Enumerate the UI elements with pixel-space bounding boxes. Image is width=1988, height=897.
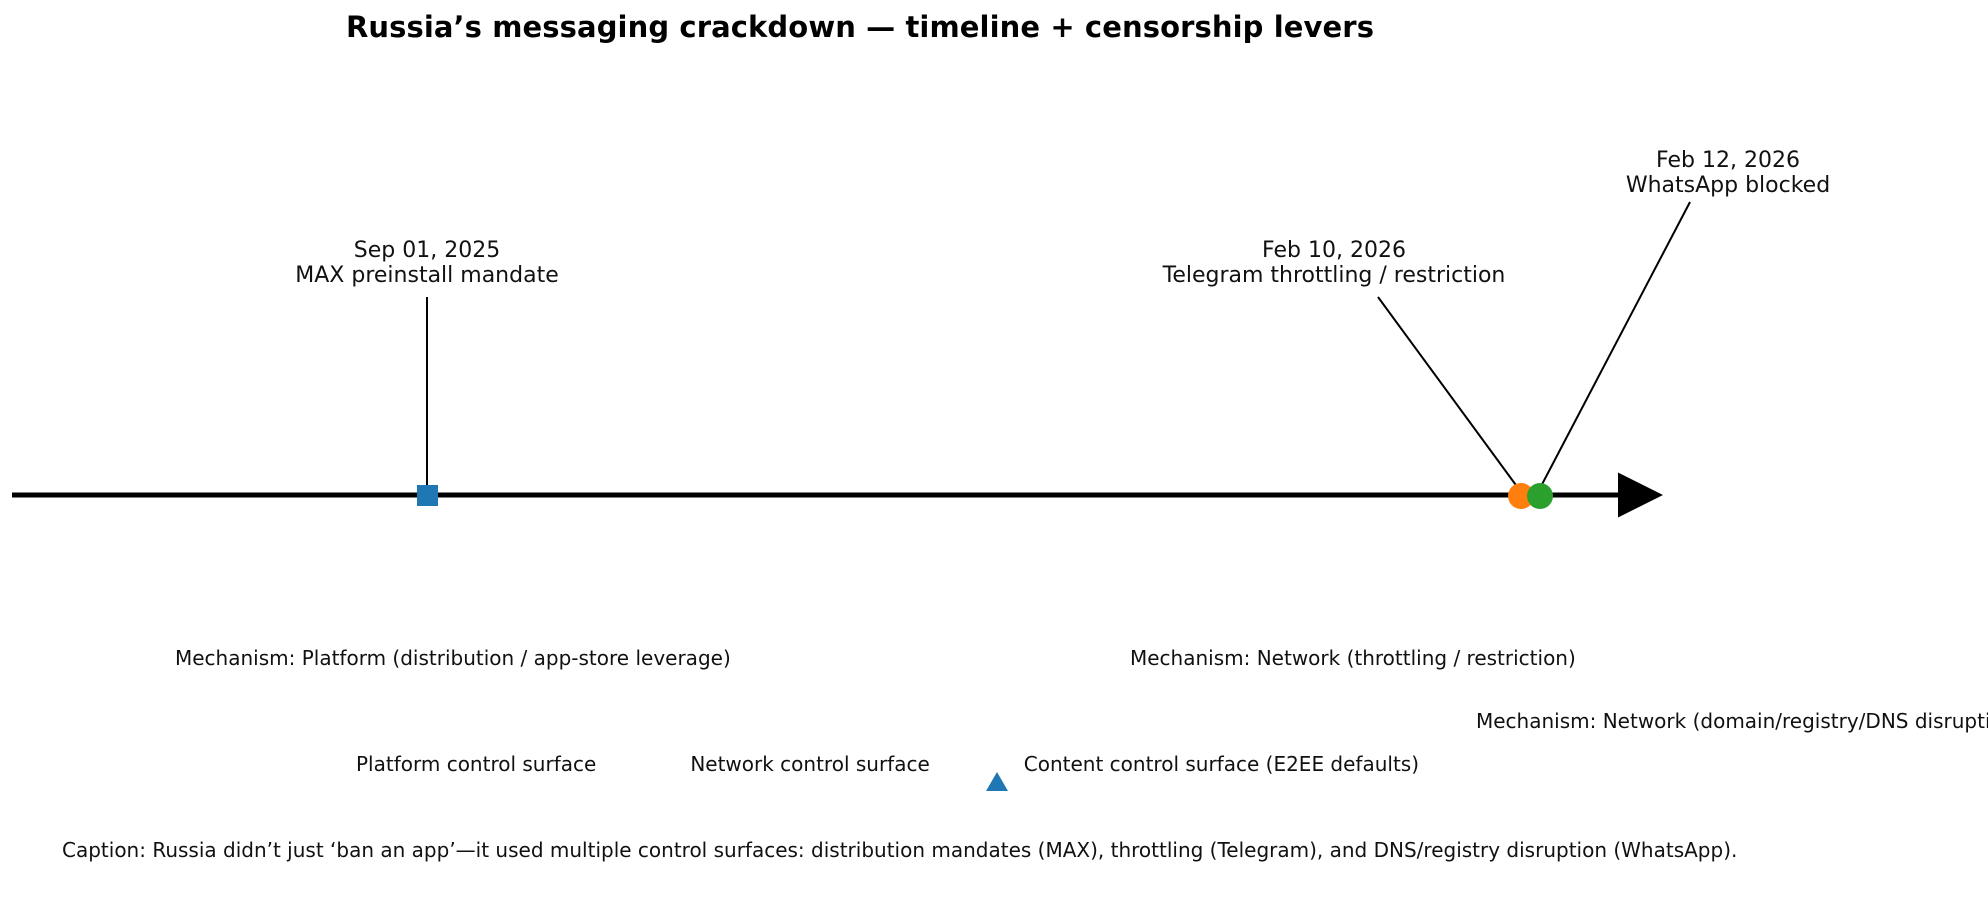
annotation-whatsapp-label: WhatsApp blocked: [1625, 173, 1831, 198]
legend-item-content[interactable]: Content control surface (E2EE defaults): [985, 752, 1420, 791]
annotation-max: Sep 01, 2025 MAX preinstall mandate: [295, 238, 558, 288]
leader-line-whatsapp: [1537, 201, 1691, 493]
circle-marker-icon: [652, 753, 674, 775]
event-marker-max[interactable]: [417, 485, 438, 506]
legend-item-network[interactable]: Network control surface: [652, 752, 929, 776]
mechanism-label-platform: Mechanism: Platform (distribution / app-…: [175, 646, 731, 670]
annotation-whatsapp: Feb 12, 2026 WhatsApp blocked: [1626, 148, 1830, 198]
annotation-max-date: Sep 01, 2025: [353, 238, 501, 263]
legend-label-content: Content control surface (E2EE defaults): [1023, 752, 1420, 776]
page-title: Russia’s messaging crackdown — timeline …: [345, 10, 1375, 44]
triangle-marker-icon: [985, 753, 1008, 791]
annotation-max-label: MAX preinstall mandate: [295, 263, 559, 288]
annotation-telegram-label: Telegram throttling / restriction: [1162, 263, 1506, 288]
legend-label-platform: Platform control surface: [356, 752, 597, 776]
figure-caption: Caption: Russia didn’t just ‘ban an app’…: [62, 838, 1738, 862]
event-marker-whatsapp[interactable]: [1527, 483, 1553, 509]
mechanism-label-network-dns: Mechanism: Network (domain/registry/DNS …: [1476, 709, 1988, 733]
legend: Platform control surface Network control…: [318, 752, 1420, 791]
annotation-telegram-date: Feb 10, 2026: [1262, 238, 1406, 263]
leader-line-telegram: [1377, 296, 1522, 493]
legend-label-network: Network control surface: [690, 752, 930, 776]
square-marker-icon: [318, 753, 340, 775]
mechanism-label-network-throttling: Mechanism: Network (throttling / restric…: [1130, 646, 1576, 670]
annotation-telegram: Feb 10, 2026 Telegram throttling / restr…: [1163, 238, 1506, 288]
legend-item-platform[interactable]: Platform control surface: [318, 752, 596, 776]
event-marker-telegram[interactable]: [1508, 483, 1534, 509]
annotation-whatsapp-date: Feb 12, 2026: [1656, 148, 1800, 173]
